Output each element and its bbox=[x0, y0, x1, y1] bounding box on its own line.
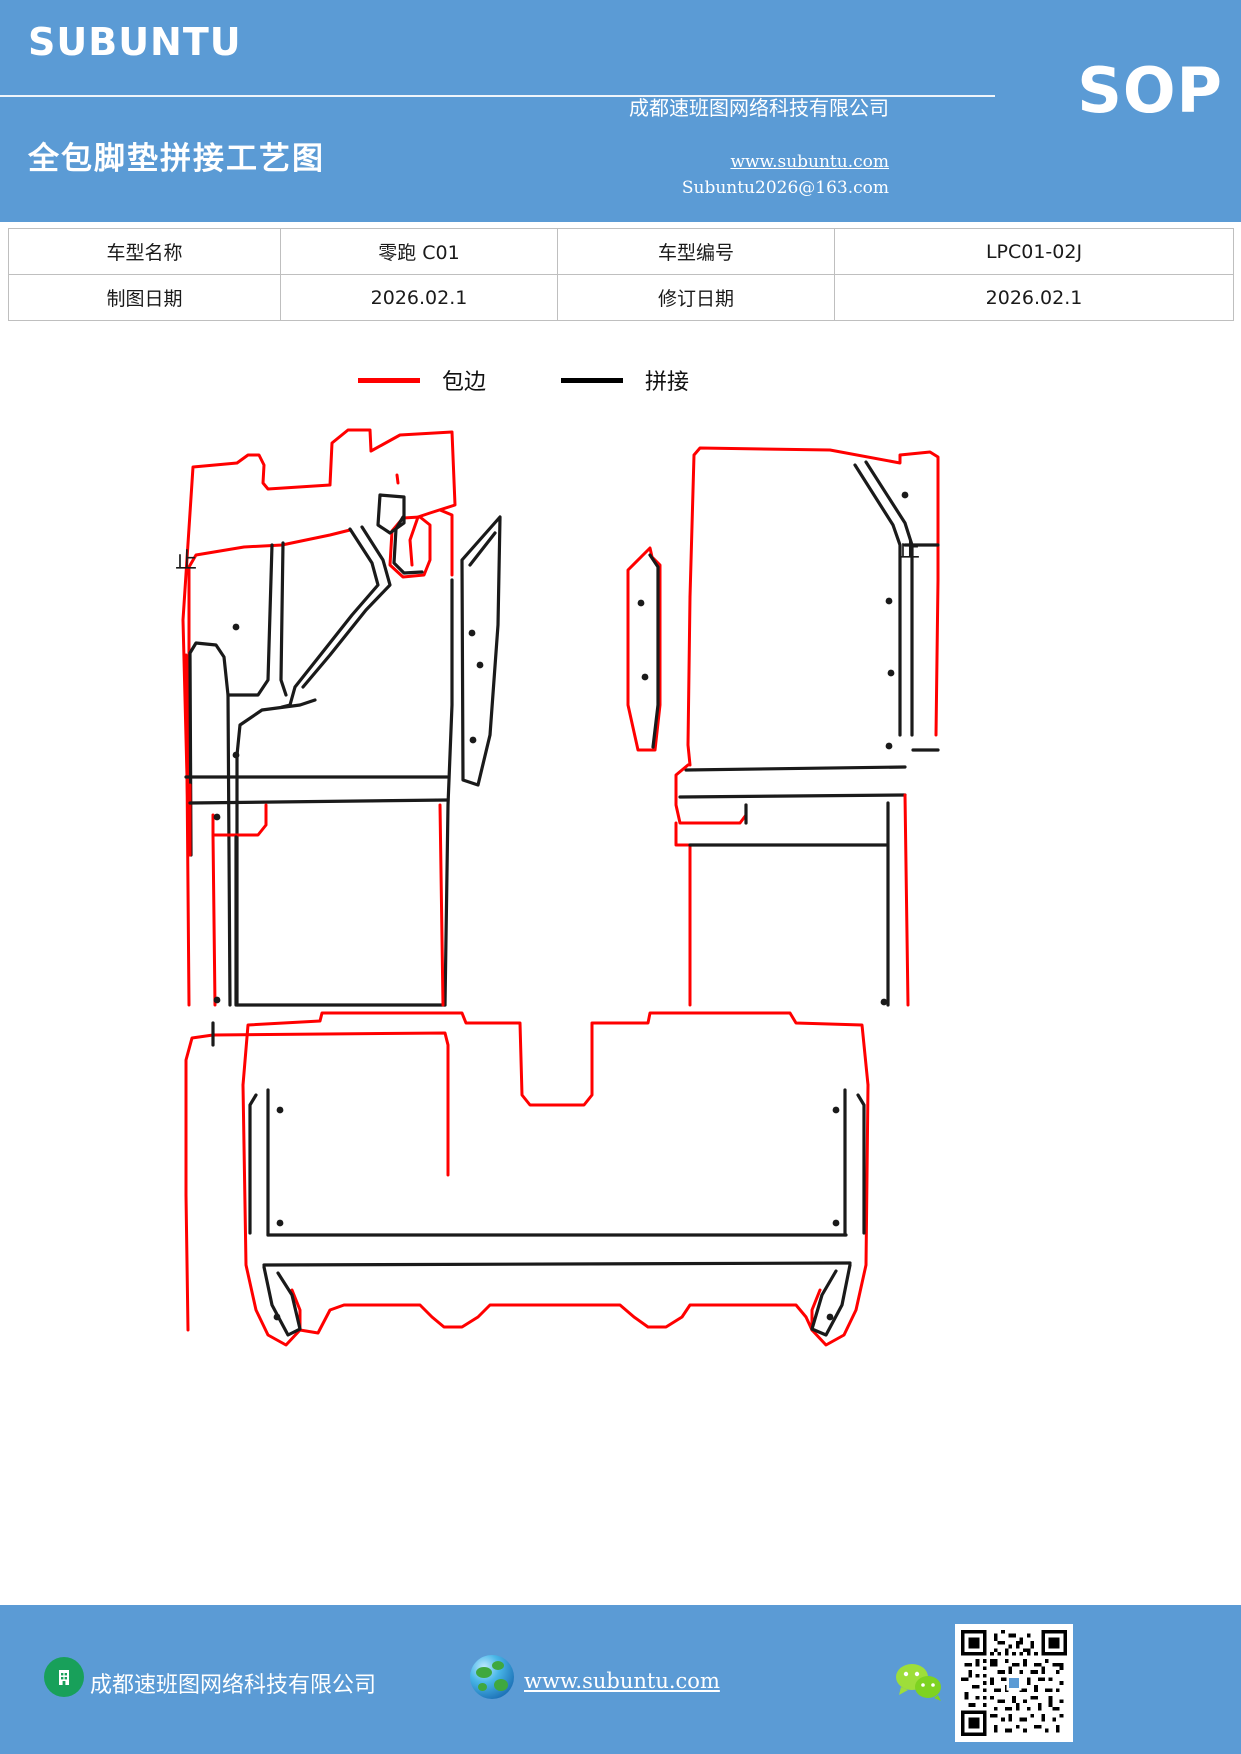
registration-dot bbox=[468, 629, 476, 637]
value-draw-date: 2026.02.1 bbox=[280, 274, 558, 321]
rear-row-mat bbox=[241, 1011, 870, 1347]
legend-label-splice: 拼接 bbox=[645, 370, 690, 395]
registration-dot bbox=[887, 669, 895, 677]
value-model-name: 零跑 C01 bbox=[280, 228, 558, 275]
globe-icon bbox=[470, 1655, 514, 1699]
black-line-swatch bbox=[561, 377, 623, 383]
document-title: 全包脚垫拼接工艺图 bbox=[28, 141, 325, 177]
sop-badge: SOP bbox=[1077, 54, 1223, 127]
registration-dot bbox=[832, 1219, 840, 1227]
legend-label-binding: 包边 bbox=[442, 370, 487, 395]
legend-item-binding: 包边 bbox=[358, 364, 486, 396]
brand-logo: SUBUNTU bbox=[28, 20, 242, 64]
registration-dot bbox=[885, 742, 893, 750]
value-revise-date: 2026.02.1 bbox=[834, 274, 1234, 321]
label-draw-date: 制图日期 bbox=[8, 274, 281, 321]
registration-dot bbox=[885, 597, 893, 605]
registration-dot bbox=[641, 673, 649, 681]
registration-dot bbox=[232, 751, 240, 759]
registration-dot bbox=[832, 1106, 840, 1114]
header-divider bbox=[0, 95, 995, 97]
registration-dot bbox=[826, 1313, 834, 1321]
legend: 包边 拼接 bbox=[0, 360, 1241, 406]
value-model-code: LPC01-02J bbox=[834, 228, 1234, 275]
registration-dot bbox=[213, 813, 221, 821]
footer-company-name: 成都速班图网络科技有限公司 bbox=[90, 1673, 377, 1698]
qr-code bbox=[955, 1624, 1073, 1742]
registration-dot bbox=[476, 661, 484, 669]
passenger-side-mat bbox=[626, 446, 940, 1007]
registration-dot bbox=[880, 998, 888, 1006]
page-footer: 成都速班图网络科技有限公司 www.subuntu.com bbox=[0, 1605, 1241, 1754]
registration-dot bbox=[901, 491, 909, 499]
header-website-link[interactable]: www.subuntu.com bbox=[730, 152, 889, 172]
red-line-swatch bbox=[358, 377, 420, 383]
registration-dot bbox=[232, 623, 240, 631]
registration-dot bbox=[273, 1313, 281, 1321]
page-header: SUBUNTU 全包脚垫拼接工艺图 SOP 成都速班图网络科技有限公司 www.… bbox=[0, 0, 1241, 222]
registration-dot bbox=[276, 1106, 284, 1114]
table-row: 车型名称 零跑 C01 车型编号 LPC01-02J bbox=[8, 228, 1234, 275]
header-company-name: 成都速班图网络科技有限公司 bbox=[629, 96, 889, 120]
building-icon bbox=[44, 1657, 84, 1697]
registration-dot bbox=[213, 996, 221, 1004]
annotation-stop-left: 止 bbox=[175, 549, 197, 574]
legend-item-splice: 拼接 bbox=[561, 364, 689, 396]
driver-side-mat bbox=[181, 428, 502, 1332]
vehicle-info-table: 车型名称 零跑 C01 车型编号 LPC01-02J 制图日期 2026.02.… bbox=[8, 228, 1234, 321]
header-email: Subuntu2026@163.com bbox=[681, 178, 889, 198]
label-model-name: 车型名称 bbox=[8, 228, 281, 275]
registration-dot bbox=[637, 599, 645, 607]
registration-dot bbox=[469, 736, 477, 744]
footer-website-link[interactable]: www.subuntu.com bbox=[524, 1669, 720, 1693]
registration-dot bbox=[276, 1219, 284, 1227]
annotation-stop-right: 止 bbox=[898, 538, 920, 563]
mat-pattern-drawing: 止 bbox=[0, 405, 1241, 1420]
label-revise-date: 修订日期 bbox=[557, 274, 835, 321]
label-model-code: 车型编号 bbox=[557, 228, 835, 275]
table-row: 制图日期 2026.02.1 修订日期 2026.02.1 bbox=[8, 274, 1234, 321]
wechat-icon bbox=[893, 1662, 947, 1702]
